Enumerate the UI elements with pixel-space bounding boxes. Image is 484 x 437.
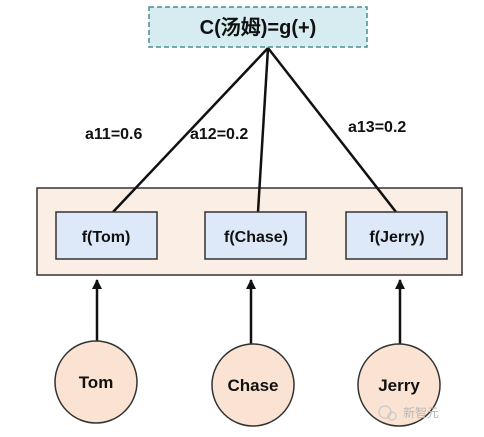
edge-chase-to-top <box>256 47 270 213</box>
watermark: 新智元 <box>378 405 439 421</box>
function-node-jerry <box>345 211 448 260</box>
weight-label-a12: a12=0.2 <box>190 126 248 143</box>
watermark-text: 新智元 <box>403 405 439 420</box>
function-node-tom <box>55 211 158 260</box>
input-node-jerry <box>357 343 441 427</box>
input-node-chase-label: Chase <box>227 376 278 395</box>
input-node-chase <box>211 343 295 427</box>
input-node-tom-label: Tom <box>79 373 114 392</box>
weight-label-a11: a11=0.6 <box>85 126 143 143</box>
top-node-box <box>148 6 368 48</box>
input-node-tom <box>54 340 138 424</box>
function-node-chase-label: f(Chase) <box>224 229 288 246</box>
input-node-jerry-label: Jerry <box>378 376 420 395</box>
function-node-tom-label: f(Tom) <box>82 229 131 246</box>
function-node-jerry-label: f(Jerry) <box>369 229 424 246</box>
top-node-label: C(汤姆)=g(+) <box>200 15 317 39</box>
edge-jerry-to-top <box>267 47 397 213</box>
edge-tom-to-top <box>112 47 269 213</box>
function-node-chase <box>204 211 307 260</box>
weight-label-a13: a13=0.2 <box>348 119 406 136</box>
watermark-logo-icon-inner <box>387 411 397 421</box>
